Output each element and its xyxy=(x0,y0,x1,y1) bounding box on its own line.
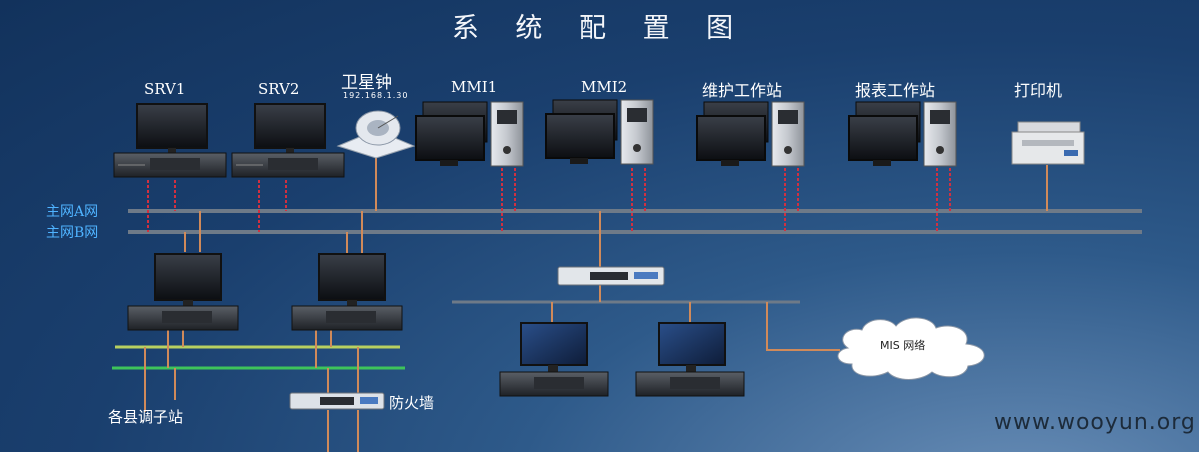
report-workstation[interactable] xyxy=(848,101,957,167)
front-server-1[interactable] xyxy=(127,253,239,331)
front-server-2[interactable] xyxy=(291,253,403,331)
printer-icon[interactable] xyxy=(1011,121,1085,165)
firewall-label: 防火墙 xyxy=(389,394,435,412)
satellite-clock-icon[interactable] xyxy=(336,110,416,159)
srv1-label: SRV1 xyxy=(144,80,186,98)
diagram-title: 系 统 配 置 图 xyxy=(451,13,748,44)
srv2-label: SRV2 xyxy=(258,80,300,98)
srv1-server[interactable] xyxy=(113,103,227,178)
srv2-server[interactable] xyxy=(231,103,345,178)
mis-server-2[interactable] xyxy=(635,322,745,397)
mmi2-workstation[interactable] xyxy=(545,99,654,165)
net-b-label: 主网B网 xyxy=(46,225,99,241)
mmi2-label: MMI2 xyxy=(581,78,628,96)
printer-label: 打印机 xyxy=(1014,81,1063,100)
network-buses xyxy=(112,209,1142,370)
watermark: www.wooyun.org xyxy=(994,410,1196,435)
mis-cloud-icon[interactable] xyxy=(837,317,985,380)
clock-ip-label: 192.168.1.30 xyxy=(343,91,409,100)
mmi1-label: MMI1 xyxy=(451,78,498,96)
network-switch[interactable] xyxy=(557,266,665,286)
red-links xyxy=(147,168,951,232)
maintenance-workstation[interactable] xyxy=(696,101,805,167)
orange-links xyxy=(144,158,1048,452)
firewall-device[interactable] xyxy=(289,392,385,410)
mmi1-workstation[interactable] xyxy=(415,101,524,167)
net-a-label: 主网A网 xyxy=(46,204,99,220)
maint-label: 维护工作站 xyxy=(702,81,783,100)
report-label: 报表工作站 xyxy=(855,81,936,100)
county-label: 各县调子站 xyxy=(108,408,184,426)
clock-label: 卫星钟 xyxy=(341,73,392,93)
mis-server-1[interactable] xyxy=(499,322,609,397)
mis-label: MIS 网络 xyxy=(880,339,926,352)
